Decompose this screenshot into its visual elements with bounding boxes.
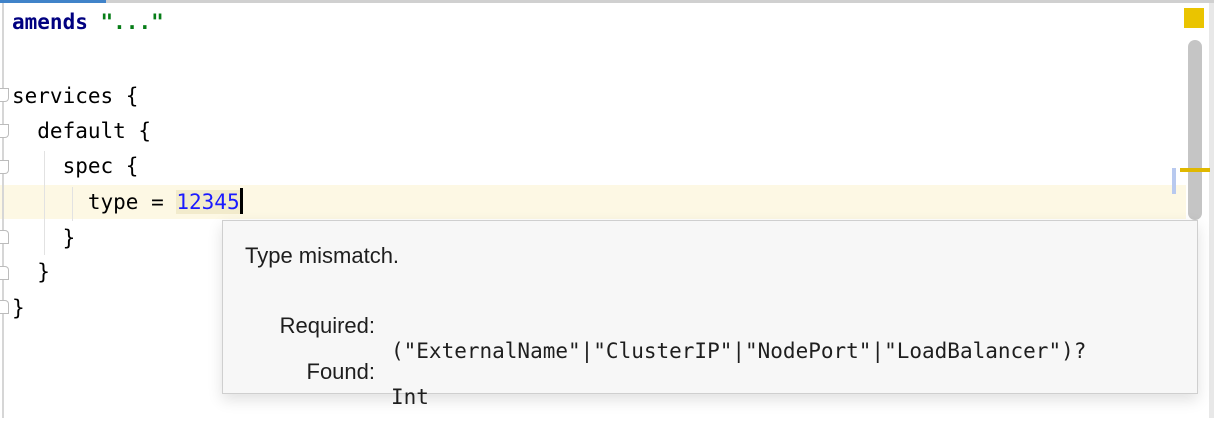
fold-end-icon[interactable]: [0, 230, 9, 244]
code-text: }: [12, 226, 76, 250]
caret-position-marker: [1172, 168, 1176, 194]
scrollbar-thumb[interactable]: [1188, 40, 1202, 220]
fold-end-icon[interactable]: [0, 300, 9, 314]
required-row: Required: ("ExternalName"|"ClusterIP"|"N…: [223, 287, 1183, 363]
fold-end-icon[interactable]: [0, 266, 9, 280]
tooltip-title: Type mismatch.: [245, 243, 400, 268]
code-editor[interactable]: amends "..." services { default { spec {…: [0, 3, 1186, 418]
code-line-1[interactable]: amends "...": [0, 5, 1186, 39]
code-line-4[interactable]: default {: [0, 114, 1186, 148]
gutter-border: [2, 3, 4, 418]
code-text: services {: [12, 84, 139, 108]
indent-guide: [44, 151, 45, 255]
required-type-value: ("ExternalName"|"ClusterIP"|"NodePort"|"…: [391, 339, 1087, 363]
code-line-7[interactable]: }: [0, 221, 1186, 255]
string-literal: "...": [100, 10, 164, 34]
fold-collapse-icon[interactable]: [0, 88, 9, 102]
code-text: spec {: [12, 154, 139, 178]
code-text: }: [12, 260, 50, 284]
number-literal-error: 12345: [176, 190, 240, 214]
code-line-2[interactable]: [0, 39, 1186, 73]
text-caret: [239, 188, 243, 214]
code-text: }: [12, 296, 25, 320]
code-line-6-current[interactable]: type = 12345: [0, 185, 1186, 219]
code-line-9[interactable]: }: [0, 291, 1186, 325]
keyword-amends: amends: [12, 10, 88, 34]
required-label: Required:: [279, 313, 375, 338]
code-text: type =: [12, 190, 177, 214]
code-line-5[interactable]: spec {: [0, 149, 1186, 183]
code-line-3[interactable]: services {: [0, 79, 1186, 113]
found-row: Found: Int: [223, 333, 1183, 409]
code-line-8[interactable]: }: [0, 255, 1186, 289]
found-type-value: Int: [391, 385, 429, 409]
indent-guide: [72, 187, 73, 221]
fold-collapse-icon[interactable]: [0, 124, 9, 138]
error-stripe-marker[interactable]: [1180, 168, 1210, 172]
fold-collapse-icon[interactable]: [0, 160, 9, 174]
active-tab-indicator: [0, 0, 106, 3]
editor-top-border: [0, 0, 1214, 3]
error-tooltip-popup: Type mismatch. Required: ("ExternalName"…: [222, 220, 1198, 409]
code-text: default {: [12, 119, 152, 143]
inspection-status-icon[interactable]: [1184, 8, 1204, 28]
scrollbar-edge: [1209, 3, 1214, 418]
found-label: Found:: [306, 359, 376, 384]
